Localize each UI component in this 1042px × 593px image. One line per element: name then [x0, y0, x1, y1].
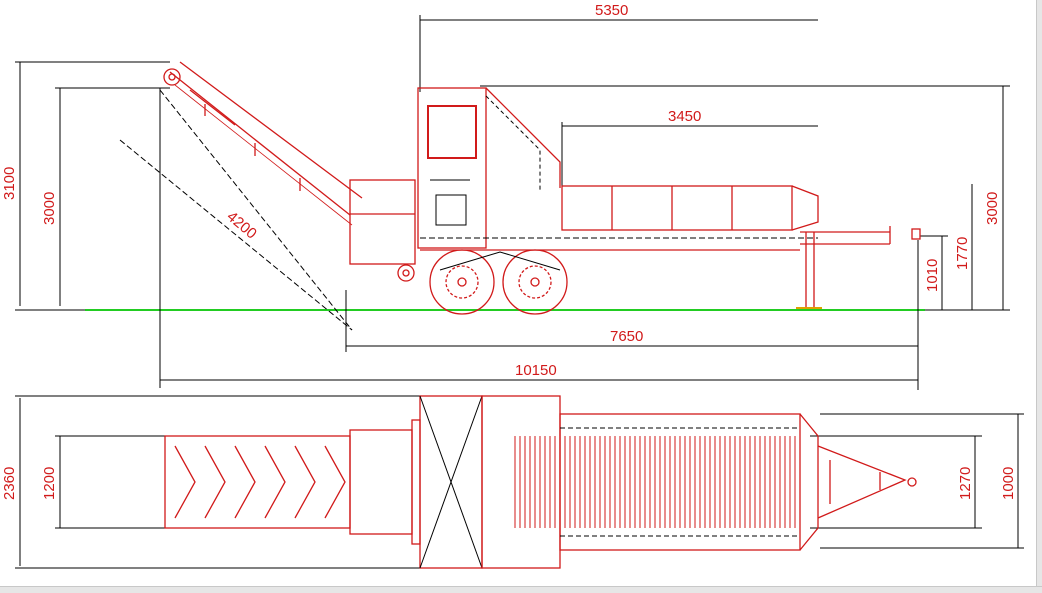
dim-1200: 1200: [41, 467, 58, 500]
dim-3000-right: 3000: [480, 85, 1010, 310]
dim-4200: 4200: [119, 89, 353, 331]
plan-deck-rails: [560, 427, 800, 537]
dim-3000-left: 3000: [41, 87, 170, 306]
dim-3000-right-label: 3000: [984, 192, 1001, 225]
plan-boom: [164, 419, 421, 545]
dim-2360-label: 2360: [1, 467, 18, 500]
dim-1010-label: 1010: [924, 259, 941, 292]
plan-cab: [419, 395, 561, 569]
plan-towbar: [817, 445, 917, 519]
plan-deck-slats: [514, 436, 796, 528]
dim-3100-label: 3100: [1, 167, 18, 200]
dim-5350-label: 5350: [595, 2, 628, 19]
dim-7650-label: 7650: [610, 328, 643, 345]
dim-10150-label: 10150: [515, 362, 557, 379]
cab: [417, 87, 561, 249]
dim-7650: 7650: [345, 240, 919, 390]
wheel-rear: [502, 249, 568, 315]
dim-1000-label: 1000: [1000, 467, 1017, 500]
dim-3100: 3100: [1, 61, 170, 306]
plan-guides: [15, 395, 1024, 569]
dim-1200-label: 1200: [41, 467, 58, 500]
truck-body: [420, 185, 819, 251]
conveyor-boom: [163, 61, 363, 226]
dim-1270: 1270: [957, 467, 974, 500]
dim-4200-label: 4200: [223, 208, 259, 242]
dim-1010: 1010: [920, 235, 948, 310]
window-frame-right: [1036, 0, 1042, 592]
window-frame-bottom: [0, 586, 1042, 593]
hopper-box: [349, 179, 416, 282]
dim-3450: 3450: [561, 108, 818, 190]
dim-3450-label: 3450: [668, 108, 701, 125]
dim-1270-label: 1270: [957, 467, 974, 500]
dim-1000: 1000: [1000, 467, 1017, 500]
drawbar: [796, 226, 921, 309]
dim-1770-label: 1770: [954, 237, 971, 270]
suspension: [439, 251, 561, 271]
plan-deck: [559, 413, 819, 551]
dim-2360: 2360: [1, 467, 18, 500]
wheel-front: [429, 249, 495, 315]
dim-10150: 10150: [159, 88, 918, 388]
dim-3000-left-label: 3000: [41, 192, 58, 225]
dim-1770: 1770: [954, 184, 973, 310]
dim-5350: 5350: [419, 2, 818, 92]
